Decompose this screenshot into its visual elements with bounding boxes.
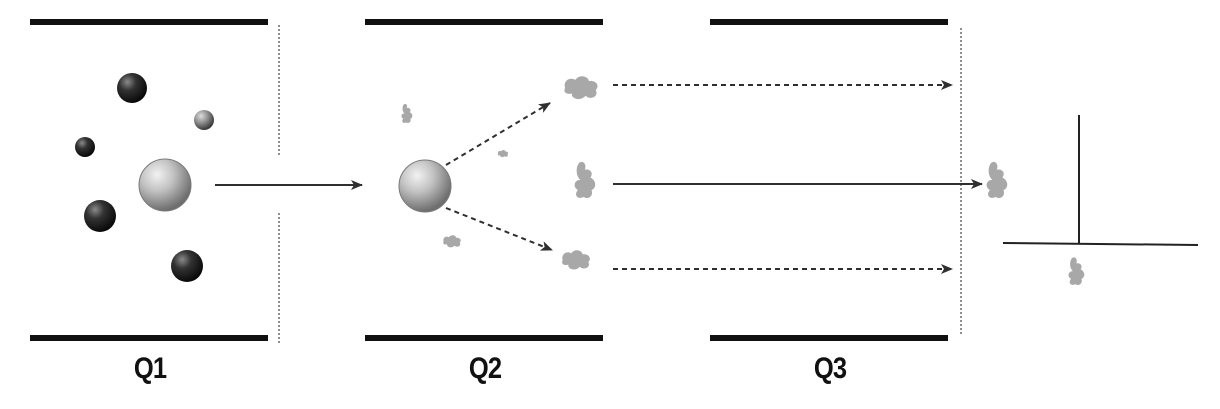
fragment-blob-icon <box>986 161 1008 199</box>
gray-ion <box>194 110 214 130</box>
fragment-blob-icon <box>1068 257 1085 286</box>
fragment-blob-icon <box>564 76 598 100</box>
quadrupole-q2 <box>365 19 603 341</box>
fragmentation-arrow-down <box>445 207 553 251</box>
dark-ion <box>117 73 147 103</box>
fragment-blob-icon <box>562 250 590 270</box>
dark-ion <box>84 200 116 232</box>
fragment-blob-icon <box>401 103 413 124</box>
quadrupole-q1 <box>30 19 280 343</box>
q2-label: Q2 <box>468 352 502 385</box>
q1-ions <box>75 73 214 282</box>
precursor-ion <box>138 158 192 212</box>
precursor-ion <box>398 159 452 213</box>
detector-cross-icon <box>1002 115 1199 246</box>
fragmentation-arrow-up <box>445 102 551 166</box>
dark-ion <box>171 250 203 282</box>
detector <box>986 115 1199 286</box>
q1-label: Q1 <box>133 352 167 385</box>
fragment-blob-icon <box>443 235 461 248</box>
fragment-blob-icon <box>574 161 596 199</box>
q3-arrows <box>613 80 983 274</box>
q2-collision-cell <box>398 76 598 270</box>
q3-label: Q3 <box>813 352 847 385</box>
quadrupole-q3 <box>710 19 962 341</box>
fragment-blob-icon <box>497 150 509 158</box>
dark-ion <box>75 137 95 157</box>
